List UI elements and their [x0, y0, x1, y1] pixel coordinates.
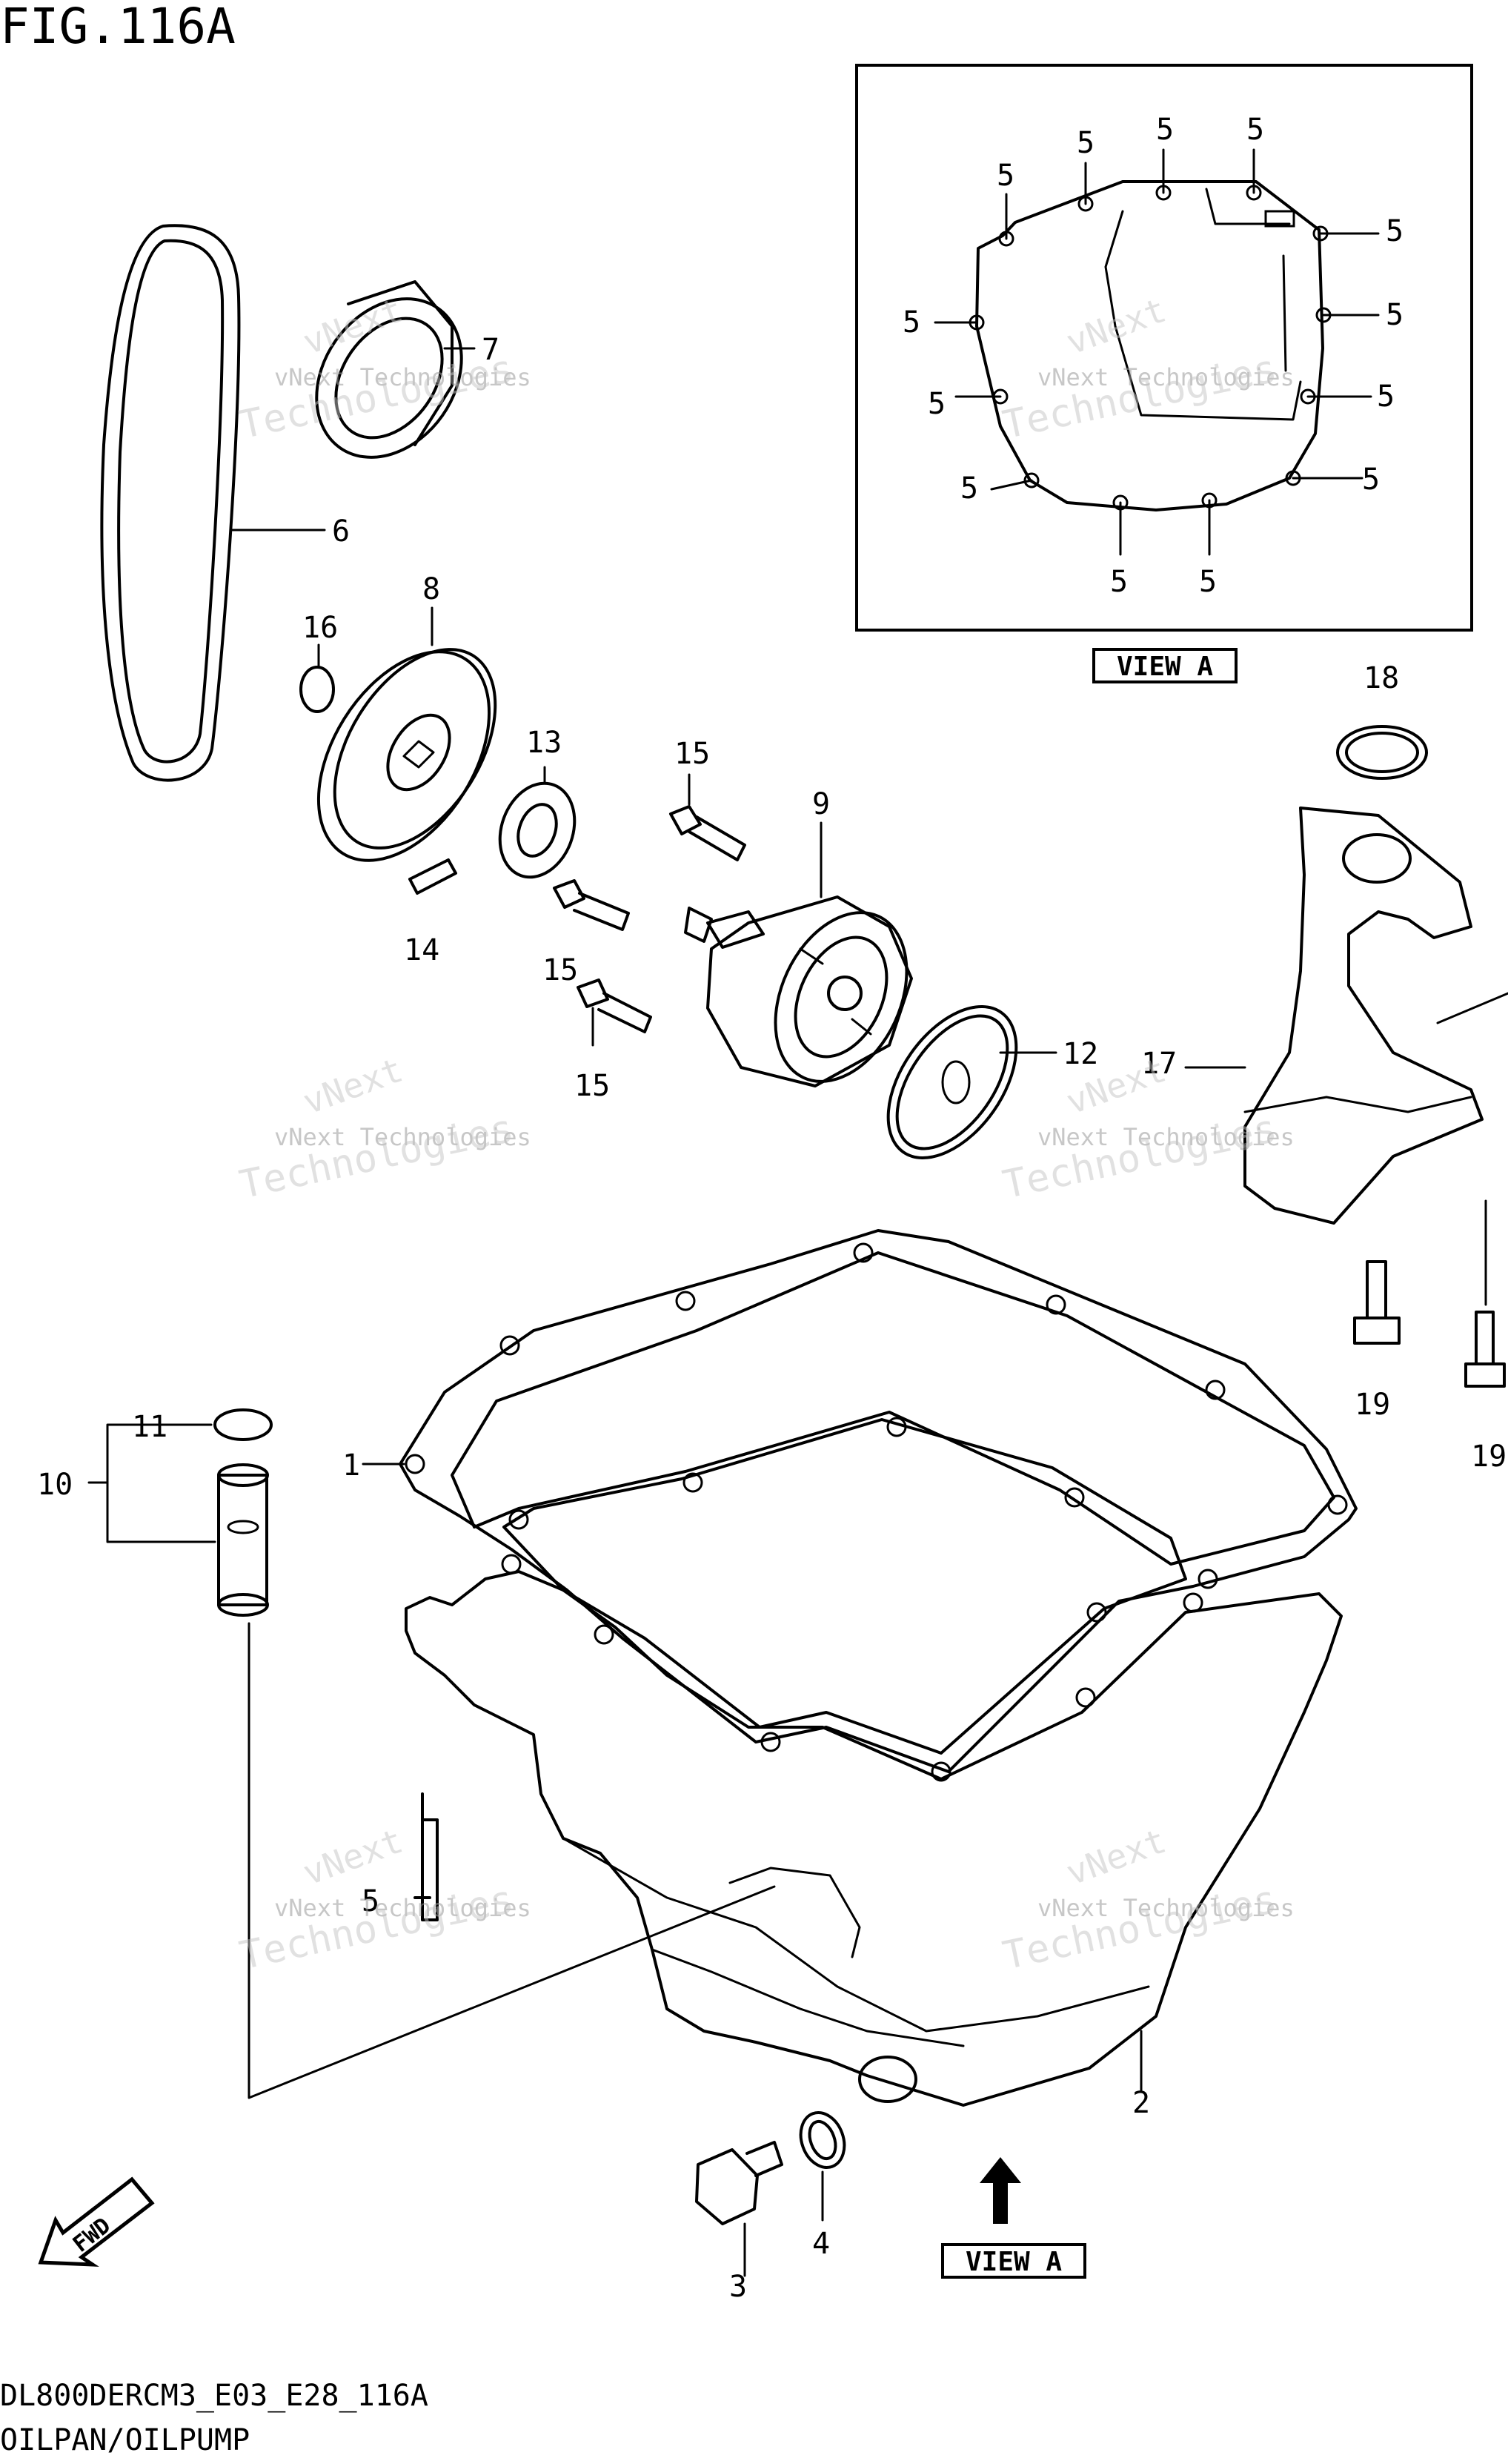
- callout-5: 5: [903, 305, 920, 340]
- callout-16: 16: [302, 611, 338, 645]
- callout-5: 5: [1199, 565, 1217, 599]
- part-16-circlip: 16: [299, 611, 338, 713]
- callout-5: 5: [1246, 113, 1264, 147]
- svg-text:Technologies: Technologies: [999, 1106, 1281, 1208]
- part-2-oil-pan: 2: [405, 1570, 1343, 2120]
- callout-5: 5: [1110, 565, 1128, 599]
- figure-title: FIG.116A: [0, 0, 236, 55]
- diagram-name: OILPAN/OILPUMP: [0, 2423, 250, 2457]
- svg-text:vNext: vNext: [1061, 1821, 1172, 1893]
- callout-5: 5: [997, 159, 1014, 193]
- callout-5: 5: [1377, 380, 1395, 414]
- callout-9: 9: [812, 787, 830, 821]
- callout-5: 5: [1362, 463, 1380, 497]
- callout-5: 5: [1386, 214, 1404, 248]
- callout-15: 15: [542, 953, 578, 987]
- inset-inner-line-a: [1104, 210, 1302, 421]
- view-a-label: VIEW A: [1117, 652, 1213, 682]
- inset-bracket: [1264, 210, 1295, 228]
- callout-14: 14: [404, 933, 439, 967]
- callout-13: 13: [526, 726, 562, 760]
- part-19-bolts: 19 19: [1353, 1199, 1507, 1474]
- inset-leader-lines: [934, 148, 1380, 556]
- callout-1: 1: [342, 1448, 360, 1483]
- bolt-19-right: [1464, 1199, 1506, 1388]
- callout-15: 15: [674, 737, 710, 771]
- part-13-washer: 13: [498, 726, 577, 879]
- part-15-bolts: 15 15 15: [542, 737, 746, 1103]
- watermark-5: vNext Technologies vNext Technologies: [236, 1821, 531, 1978]
- callout-12: 12: [1063, 1037, 1098, 1071]
- watermark-3: vNext Technologies vNext Technologies: [236, 1050, 531, 1208]
- svg-text:vNext Technologies: vNext Technologies: [274, 1894, 531, 1922]
- view-a-arrow: VIEW A: [941, 2157, 1086, 2279]
- watermark-1: vNext Technologies vNext Technologies: [236, 290, 531, 448]
- callout-19: 19: [1355, 1388, 1390, 1422]
- part-10-11-pipe: 11 10: [37, 1408, 776, 2099]
- svg-text:vNext Technologies: vNext Technologies: [1037, 1123, 1295, 1151]
- callout-7: 7: [482, 333, 499, 367]
- part-14-pin: 14: [404, 858, 457, 967]
- watermark-2: vNext Technologies vNext Technologies: [999, 290, 1295, 448]
- callout-5: 5: [1077, 126, 1095, 160]
- watermark-4: vNext Technologies vNext Technologies: [999, 1050, 1295, 1208]
- gasket-bolt-holes: [405, 1242, 1348, 1782]
- svg-text:Technologies: Technologies: [999, 1877, 1281, 1978]
- callout-5: 5: [362, 1884, 379, 1918]
- svg-text:vNext Technologies: vNext Technologies: [274, 363, 531, 391]
- callout-18: 18: [1363, 661, 1399, 695]
- svg-text:Technologies: Technologies: [236, 1106, 517, 1208]
- svg-text:Technologies: Technologies: [999, 346, 1281, 448]
- bolt-15-middle: [553, 879, 630, 931]
- bolt-15-upper: [669, 773, 746, 861]
- callout-6: 6: [332, 514, 350, 549]
- inset-frame: [855, 64, 1473, 632]
- part-1-oil-pan-gasket: 1: [342, 1229, 1358, 1782]
- bolt-15-lower: [577, 978, 652, 1047]
- callout-17: 17: [1141, 1047, 1177, 1081]
- callout-4: 4: [812, 2227, 830, 2261]
- part-12-gasket: 12: [886, 1005, 1098, 1159]
- watermark-6: vNext Technologies vNext Technologies: [999, 1821, 1295, 1978]
- part-5-stud: 5: [362, 1818, 439, 1921]
- part-18-o-ring: 18: [1336, 661, 1428, 780]
- callout-11: 11: [132, 1410, 167, 1444]
- callout-3: 3: [729, 2270, 747, 2304]
- inset-pan-outline: [975, 180, 1324, 511]
- svg-text:vNext Technologies: vNext Technologies: [274, 1123, 531, 1151]
- inset-callouts: 5 5 5 5 5 5 5 5 5 5 5 5 5: [903, 113, 1404, 599]
- part-6-chain: 6: [100, 224, 350, 782]
- svg-text:vNext Technologies: vNext Technologies: [1037, 363, 1295, 391]
- svg-text:vNext: vNext: [298, 1050, 408, 1122]
- callout-5: 5: [928, 387, 946, 421]
- diagram-code: DL800DERCM3_E03_E28_116A: [0, 2379, 428, 2413]
- svg-text:Technologies: Technologies: [236, 346, 517, 448]
- inset-bolt-holes: [969, 185, 1332, 511]
- callout-19: 19: [1471, 1440, 1507, 1474]
- part-9-oil-pump: 9: [684, 787, 913, 1087]
- inset-inner-line-c: [1282, 254, 1287, 372]
- callout-5: 5: [960, 471, 978, 506]
- callout-8: 8: [422, 572, 440, 606]
- part-4-gasket-washer: 4: [799, 2111, 846, 2261]
- part-3-drain-plug: 3: [695, 2141, 783, 2304]
- callout-10: 10: [37, 1468, 73, 1502]
- view-a-inset: 5 5 5 5 5 5 5 5 5 5 5 5 5: [855, 64, 1473, 632]
- svg-text:vNext Technologies: vNext Technologies: [1037, 1894, 1295, 1922]
- callout-2: 2: [1132, 2086, 1150, 2120]
- svg-text:vNext: vNext: [1061, 290, 1172, 362]
- callout-5: 5: [1156, 113, 1174, 147]
- part-7-oil-seal: 7: [315, 280, 499, 459]
- svg-text:vNext: vNext: [298, 1821, 408, 1893]
- view-a-label: VIEW A: [966, 2247, 1062, 2277]
- bolt-19-left: [1353, 1260, 1401, 1345]
- callout-5: 5: [1386, 298, 1404, 332]
- callout-15: 15: [574, 1069, 610, 1103]
- part-8-sprocket: 8: [316, 572, 497, 862]
- part-17-strainer: 17: [1141, 807, 1508, 1225]
- view-a-label-top: VIEW A: [1092, 648, 1238, 683]
- fwd-arrow-icon: FWD: [38, 2176, 155, 2267]
